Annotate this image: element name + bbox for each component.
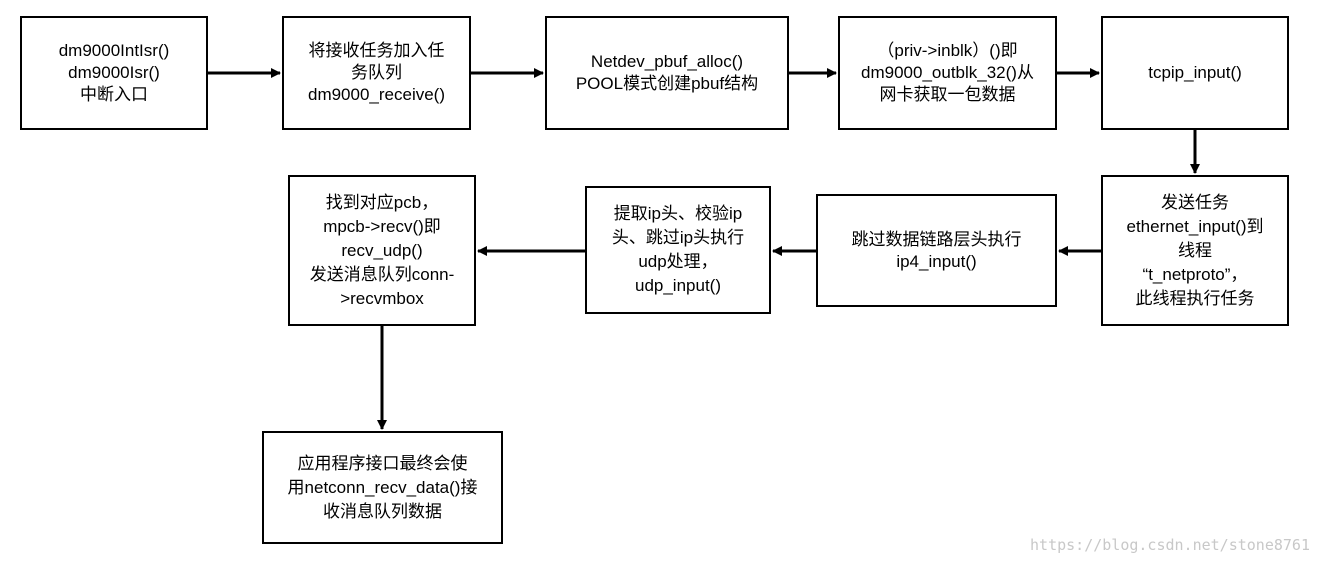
box-line: ethernet_input()到 [1126,216,1264,236]
box-recv-udp: 找到对应pcb， mpcb->recv()即 recv_udp() 发送消息队列… [288,175,476,326]
box-line: 发送消息队列conn- [309,264,455,284]
box-line: 收消息队列数据 [323,501,442,521]
box-line: 找到对应pcb， [325,192,439,212]
box-line: POOL模式创建pbuf结构 [575,74,759,93]
box-dm9000-receive: 将接收任务加入任 务队列 dm9000_receive() [282,16,471,130]
box-line: dm9000_receive() [307,85,445,104]
box-line: 头、跳过ip头执行 [611,228,745,247]
watermark: https://blog.csdn.net/stone8761 [1030,536,1310,554]
box-line: （priv->inblk）()即 [877,41,1018,60]
box-line: 提取ip头、校验ip [613,204,743,223]
box-outblk: （priv->inblk）()即 dm9000_outblk_32()从 网卡获… [838,16,1057,130]
box-line: 务队列 [351,63,402,82]
box-udp-input: 提取ip头、校验ip 头、跳过ip头执行 udp处理， udp_input() [585,186,771,314]
box-line: 应用程序接口最终会使 [297,453,468,473]
box-line: “t_netproto”， [1142,264,1248,284]
box-tcpip-input: tcpip_input() [1101,16,1289,130]
box-pbuf-alloc: Netdev_pbuf_alloc() POOL模式创建pbuf结构 [545,16,789,130]
box-line: 跳过数据链路层头执行 [851,229,1022,249]
box-line: >recvmbox [340,288,424,308]
box-line: Netdev_pbuf_alloc() [590,52,744,71]
box-line: 用netconn_recv_data()接 [287,477,478,497]
box-line: 线程 [1178,240,1212,260]
box-line: 此线程执行任务 [1135,288,1255,308]
box-ip4-input: 跳过数据链路层头执行 ip4_input() [816,194,1057,307]
box-line: udp处理， [638,252,718,271]
box-ethernet-input: 发送任务 ethernet_input()到 线程 “t_netproto”， … [1101,175,1289,326]
box-line: recv_udp() [341,240,423,260]
box-line: 发送任务 [1161,192,1229,212]
box-line: tcpip_input() [1148,63,1242,82]
box-line: dm9000Isr() [68,63,160,82]
box-dm9000-isr: dm9000IntIsr() dm9000Isr() 中断入口 [20,16,208,130]
box-line: udp_input() [634,276,721,295]
box-line: dm9000IntIsr() [58,41,170,60]
box-line: ip4_input() [896,251,977,271]
box-line: 将接收任务加入任 [308,41,445,60]
box-line: 网卡获取一包数据 [879,85,1016,104]
box-line: 中断入口 [80,85,148,104]
box-line: mpcb->recv()即 [323,216,441,236]
box-line: dm9000_outblk_32()从 [861,63,1034,82]
box-netconn-recv: 应用程序接口最终会使 用netconn_recv_data()接 收消息队列数据 [262,431,503,544]
